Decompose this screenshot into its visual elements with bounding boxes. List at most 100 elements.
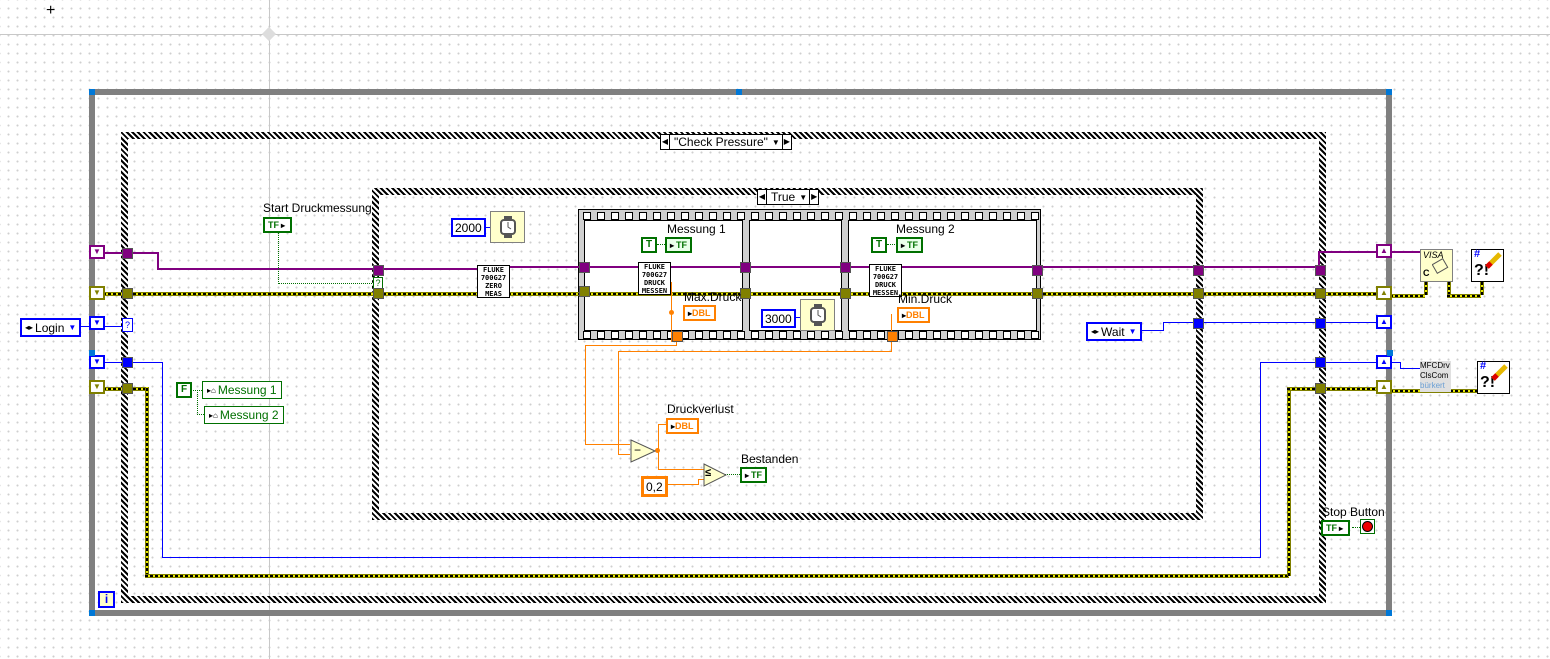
boolean-wire[interactable] xyxy=(197,414,204,415)
dropdown-arrow-icon[interactable]: ▼ xyxy=(799,192,808,202)
sequence-tunnel-visa[interactable] xyxy=(579,262,590,273)
resize-handle[interactable] xyxy=(89,350,95,356)
tunnel-visa[interactable] xyxy=(1315,265,1326,276)
tunnel-visa[interactable] xyxy=(373,265,384,276)
error-wire[interactable] xyxy=(1287,387,1291,576)
tunnel-visa[interactable] xyxy=(122,248,133,259)
fluke-druck-messen-subvi-1[interactable]: FLUKE 700G27 DRUCK MESSEN xyxy=(638,262,671,295)
boolean-wire[interactable] xyxy=(190,390,202,391)
wait-enum-constant[interactable]: ◂▸ Wait ▼ xyxy=(1086,322,1142,341)
visa-wire[interactable] xyxy=(508,266,1318,268)
error-wire[interactable] xyxy=(145,574,1289,578)
dbl-wire[interactable] xyxy=(585,444,630,445)
error-wire[interactable] xyxy=(1287,387,1383,391)
enum-wire[interactable] xyxy=(1135,330,1163,331)
sequence-tunnel-error[interactable] xyxy=(840,288,851,299)
dbl-wire[interactable] xyxy=(698,479,699,485)
mfc-close-com-subvi[interactable]: MFCDrv ClsCom bürkert xyxy=(1420,361,1451,392)
boolean-wire[interactable] xyxy=(278,283,374,284)
dropdown-arrow-icon[interactable]: ▼ xyxy=(1128,327,1137,336)
fluke-druck-messen-subvi-2[interactable]: FLUKE 700G27 DRUCK MESSEN xyxy=(869,264,902,297)
numeric-wire[interactable] xyxy=(794,317,800,318)
messung-2-indicator[interactable]: ▸TF xyxy=(896,237,924,253)
tunnel-error2[interactable] xyxy=(122,383,133,394)
tunnel-error[interactable] xyxy=(1193,288,1204,299)
tunnel-enum[interactable] xyxy=(122,357,133,368)
bestanden-indicator[interactable]: ▸TF xyxy=(740,467,768,483)
dbl-wire[interactable] xyxy=(658,424,670,425)
enum-wire[interactable] xyxy=(1163,322,1383,323)
dropdown-arrow-icon[interactable]: ▼ xyxy=(771,137,780,147)
tunnel-error2[interactable] xyxy=(1315,383,1326,394)
tunnel-visa[interactable] xyxy=(1193,265,1204,276)
local-variable-messung-2[interactable]: ▸⌂Messung 2 xyxy=(204,406,284,424)
sequence-tunnel-error[interactable] xyxy=(1032,288,1043,299)
subtract-function[interactable] xyxy=(630,439,656,463)
visa-wire[interactable] xyxy=(1318,251,1320,268)
error-wire[interactable] xyxy=(1447,294,1481,298)
sequence-tunnel-visa[interactable] xyxy=(840,262,851,273)
enum-wire[interactable] xyxy=(1400,362,1401,369)
shift-register-error2-left[interactable]: ▼ xyxy=(89,380,105,394)
increment-arrow-icon[interactable]: ▶ xyxy=(781,135,791,149)
simple-error-handler-1[interactable]: # ?! xyxy=(1471,248,1504,282)
shift-register-error-left[interactable]: ▼ xyxy=(89,286,105,300)
boolean-wire[interactable] xyxy=(887,244,897,245)
tunnel-enum[interactable] xyxy=(1315,357,1326,368)
max-druck-indicator[interactable]: ▸DBL xyxy=(683,305,716,321)
resize-handle[interactable] xyxy=(1386,610,1392,616)
druckverlust-indicator[interactable]: ▸DBL xyxy=(666,418,699,434)
enum-arrows-icon[interactable]: ◂▸ xyxy=(1091,327,1100,336)
tunnel-error[interactable] xyxy=(373,288,384,299)
dropdown-arrow-icon[interactable]: ▼ xyxy=(68,323,77,332)
shift-register-visa-right[interactable]: ▲ xyxy=(1376,244,1392,258)
error-wire[interactable] xyxy=(1480,281,1484,295)
boolean-wire[interactable] xyxy=(1352,527,1360,528)
dbl-wire[interactable] xyxy=(618,351,892,352)
local-variable-messung-1[interactable]: ▸⌂Messung 1 xyxy=(202,381,282,399)
sequence-tunnel-visa[interactable] xyxy=(740,262,751,273)
shift-register-visa-left[interactable]: ▼ xyxy=(89,245,105,259)
decrement-arrow-icon[interactable]: ◀ xyxy=(661,135,670,149)
visa-wire[interactable] xyxy=(157,268,483,270)
min-druck-indicator[interactable]: ▸DBL xyxy=(897,307,930,323)
true-constant[interactable]: T xyxy=(641,237,657,253)
error-wire[interactable] xyxy=(1424,281,1428,295)
enum-wire[interactable] xyxy=(162,557,1261,558)
enum-wire[interactable] xyxy=(1163,322,1164,331)
dbl-wire[interactable] xyxy=(658,469,704,470)
error-wire[interactable] xyxy=(1390,294,1425,298)
sequence-tunnel-error[interactable] xyxy=(740,288,751,299)
error-wire[interactable] xyxy=(508,292,1383,296)
error-wire[interactable] xyxy=(145,387,149,576)
true-constant[interactable]: T xyxy=(871,237,887,253)
tunnel-error[interactable] xyxy=(1315,288,1326,299)
wait-ms-function[interactable] xyxy=(490,211,525,243)
boolean-wire[interactable] xyxy=(197,390,198,415)
threshold-constant[interactable]: 0,2 xyxy=(641,476,668,497)
start-druckmessung-control[interactable]: TF▸ xyxy=(263,217,293,233)
enum-wire[interactable] xyxy=(103,362,163,363)
case-selector-inner[interactable]: ◀ True ▼ ▶ xyxy=(757,189,820,205)
sequence-tunnel-dbl[interactable] xyxy=(887,331,898,342)
dbl-wire[interactable] xyxy=(698,479,704,480)
dbl-wire[interactable] xyxy=(658,450,659,470)
stop-sign-icon[interactable] xyxy=(1360,519,1375,534)
dbl-wire[interactable] xyxy=(585,345,586,445)
enum-wire[interactable] xyxy=(1392,362,1400,363)
tunnel-enum[interactable] xyxy=(1193,318,1204,329)
shift-register-mfc-right[interactable]: ▲ xyxy=(1376,355,1392,369)
dbl-wire[interactable] xyxy=(664,484,698,485)
sequence-tunnel-dbl[interactable] xyxy=(672,331,683,342)
fluke-zero-meas-subvi[interactable]: FLUKE 700G27 ZERO MEAS xyxy=(477,265,510,298)
wait-ms-function[interactable] xyxy=(800,299,835,331)
resize-handle[interactable] xyxy=(736,89,742,95)
resize-handle[interactable] xyxy=(1387,350,1393,356)
visa-wire[interactable] xyxy=(1318,251,1420,253)
enum-wire[interactable] xyxy=(1260,362,1261,558)
sequence-tunnel-error[interactable] xyxy=(579,286,590,297)
dbl-wire[interactable] xyxy=(618,351,619,455)
tunnel-error[interactable] xyxy=(122,288,133,299)
dbl-wire[interactable] xyxy=(585,345,677,346)
dbl-wire[interactable] xyxy=(658,424,659,451)
